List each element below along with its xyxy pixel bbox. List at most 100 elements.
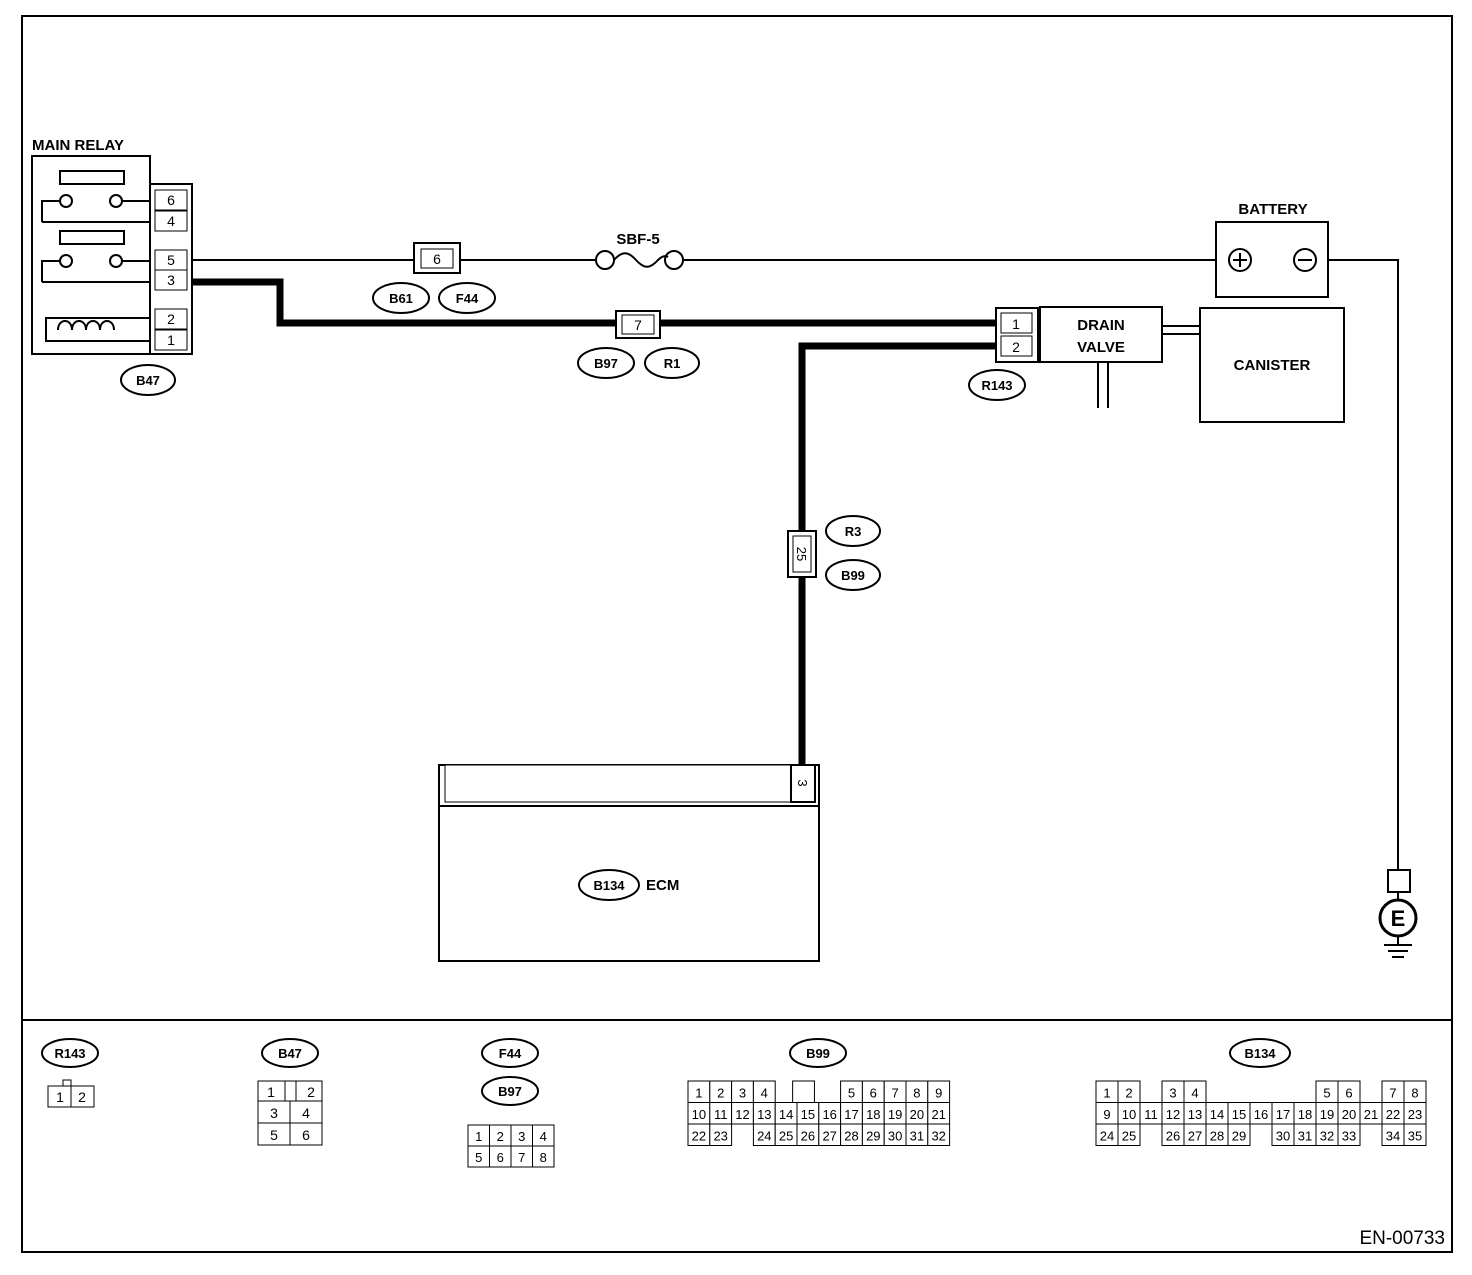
legend-pin-number: 11 (714, 1107, 728, 1122)
legend-pin-number: 12 (1166, 1107, 1180, 1122)
canister-body (1199, 307, 1345, 423)
legend-pin-number: 2 (497, 1129, 504, 1144)
svg-text:1: 1 (267, 1084, 275, 1100)
diagram-frame (21, 15, 1453, 1253)
relay-contact-icon (109, 254, 123, 268)
legend-badge-b47 (261, 1038, 319, 1068)
legend-pin-number: 8 (913, 1086, 920, 1101)
relay-pin: 3 (167, 272, 175, 288)
legend-pin-number: 19 (1320, 1107, 1334, 1122)
relay-pin: 2 (167, 311, 175, 327)
figure-code: EN-00733 (1359, 1228, 1445, 1249)
legend-pin-number: 14 (1210, 1107, 1224, 1122)
legend-pin-number: 21 (1364, 1107, 1378, 1122)
svg-text:B134: B134 (1244, 1046, 1276, 1061)
legend-pin-number: 1 (1103, 1086, 1110, 1101)
legend-pin-number: 13 (1188, 1107, 1202, 1122)
svg-text:6: 6 (302, 1127, 310, 1143)
svg-text:1: 1 (56, 1089, 64, 1105)
fuse-element-icon (613, 252, 669, 268)
legend-pin-number: 33 (1342, 1129, 1356, 1144)
legend-pin-number: 15 (1232, 1107, 1246, 1122)
ground-symbol: E (1378, 869, 1418, 958)
svg-text:2: 2 (78, 1089, 86, 1105)
legend-pin-number: 14 (779, 1107, 793, 1122)
wire-ground (1318, 259, 1399, 870)
svg-text:R1: R1 (664, 356, 681, 371)
fuse-terminal-icon (664, 250, 684, 270)
connector-badge-b97 (577, 347, 635, 379)
relay-contact-bar (59, 170, 125, 185)
wire-valve-to-ecm (798, 342, 1000, 534)
legend-pin-number: 24 (757, 1129, 771, 1144)
legend-pin-number: 20 (1342, 1107, 1356, 1122)
connector-pin: 1 (1012, 316, 1020, 332)
svg-text:B97: B97 (594, 356, 618, 371)
svg-text:R143: R143 (981, 378, 1012, 393)
legend-pin-number: 18 (866, 1107, 880, 1122)
legend-pin-number: 7 (1389, 1086, 1396, 1101)
drain-valve: 1 2 DRAIN VALVE R143 (968, 306, 1200, 408)
legend-pin-number: 31 (1298, 1129, 1312, 1144)
legend-pin-number: 17 (844, 1107, 858, 1122)
legend-pin-number: 25 (1122, 1129, 1136, 1144)
legend-pin-number: 35 (1408, 1129, 1422, 1144)
connector-pin: 3 (795, 779, 810, 786)
legend-pin-number: 5 (1323, 1086, 1330, 1101)
legend-pin-number: 15 (801, 1107, 815, 1122)
legend-pin-number: 8 (540, 1150, 547, 1165)
svg-text:F44: F44 (499, 1046, 522, 1061)
legend-pin-number: 4 (540, 1129, 547, 1144)
legend-pin-number: 34 (1386, 1129, 1400, 1144)
legend-pin-number: 28 (844, 1129, 858, 1144)
legend-pin-cell (792, 1080, 815, 1103)
legend-pin-number: 16 (822, 1107, 836, 1122)
ecm: 3 B134 ECM (438, 764, 820, 962)
legend-pin-number: 10 (692, 1107, 706, 1122)
connector-pin: 2 (1012, 339, 1020, 355)
legend-pin-number: 16 (1254, 1107, 1268, 1122)
fuse-terminal-icon (595, 250, 615, 270)
legend-pin-number: 31 (910, 1129, 924, 1144)
legend-pin-number: 27 (822, 1129, 836, 1144)
legend-pin-number: 20 (910, 1107, 924, 1122)
legend-pin-cell (709, 1123, 733, 1146)
svg-text:5: 5 (270, 1127, 278, 1143)
legend-badge-b99 (789, 1038, 847, 1068)
connector-badge-r1 (644, 347, 700, 379)
ground-label: E (1391, 906, 1406, 931)
legend-pin-number: 21 (931, 1107, 945, 1122)
relay-pin: 6 (167, 192, 175, 208)
legend-pin-number: 25 (779, 1129, 793, 1144)
legend-pin-number: 5 (848, 1086, 855, 1101)
legend-pin-cell (1403, 1123, 1427, 1146)
legend-pin-number: 6 (1345, 1086, 1352, 1101)
legend-pin-number: 22 (1386, 1107, 1400, 1122)
legend-pin-number: 4 (1191, 1086, 1198, 1101)
legend-pin-cell (532, 1145, 555, 1168)
ecm-connector (444, 764, 792, 803)
legend-pin-number: 19 (888, 1107, 902, 1122)
legend-pin-number: 13 (757, 1107, 771, 1122)
relay-coil-icon (57, 320, 115, 331)
legend-pin-number: 30 (1276, 1129, 1290, 1144)
legend-pin-number: 8 (1411, 1086, 1418, 1101)
svg-text:F44: F44 (456, 291, 479, 306)
ecm-label: ECM (646, 877, 679, 894)
legend-pin-number: 12 (735, 1107, 749, 1122)
wire-relay-to-valve (192, 278, 616, 327)
connector-badge-b134 (578, 869, 640, 901)
relay-contact-icon (109, 194, 123, 208)
legend-pin-number: 28 (1210, 1129, 1224, 1144)
legend-pin-number: 27 (1188, 1129, 1202, 1144)
svg-text:R143: R143 (54, 1046, 85, 1061)
ground-terminal-icon (1387, 869, 1411, 893)
legend-pin-number: 1 (695, 1086, 702, 1101)
legend-pin-number: 10 (1122, 1107, 1136, 1122)
legend-pin-number: 29 (866, 1129, 880, 1144)
